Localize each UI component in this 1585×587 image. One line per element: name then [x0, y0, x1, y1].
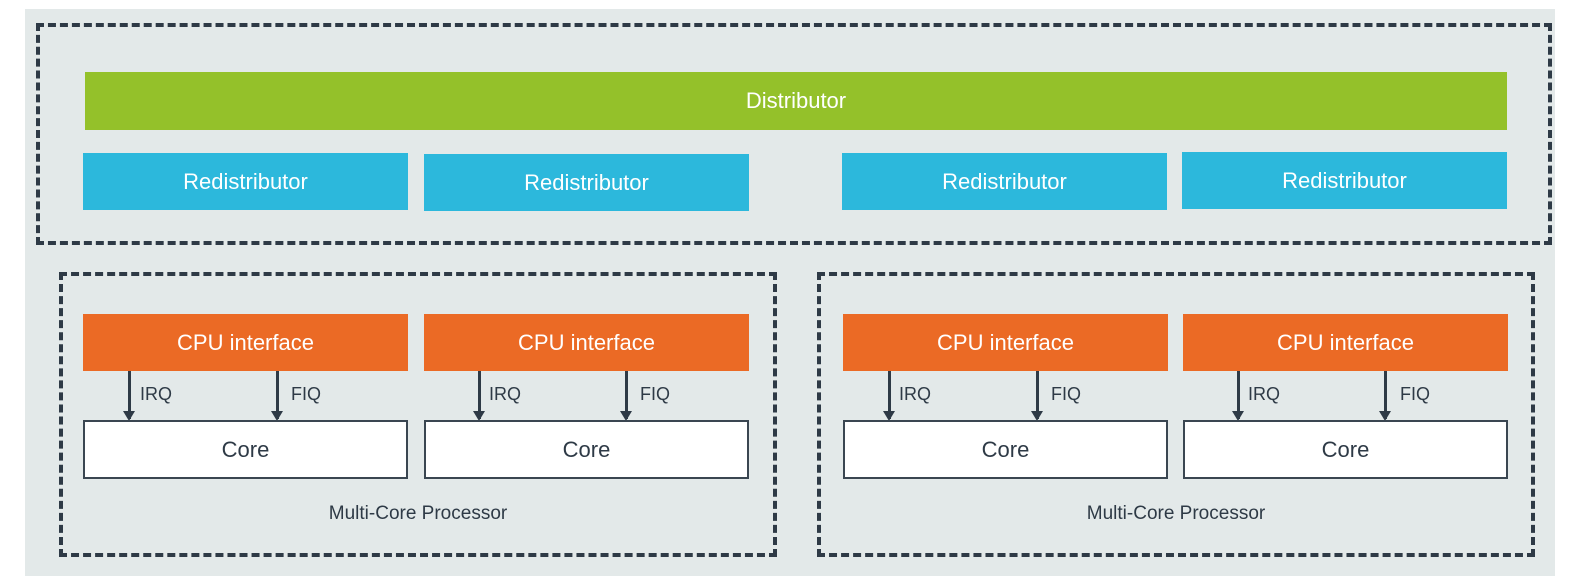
core-block: Core — [843, 420, 1168, 479]
core-block: Core — [424, 420, 749, 479]
irq-label: IRQ — [489, 384, 522, 404]
irq-arrow — [123, 371, 135, 421]
fiq-arrow — [1379, 371, 1391, 421]
distributor-region — [36, 23, 1552, 245]
fiq-arrow — [271, 371, 283, 421]
cpu-interface-block: CPU interface — [1183, 314, 1508, 371]
core-block: Core — [83, 420, 408, 479]
irq-arrow — [1232, 371, 1244, 421]
irq-label: IRQ — [140, 384, 173, 404]
multi-core-processor-region — [59, 272, 777, 557]
irq-label: IRQ — [1248, 384, 1281, 404]
irq-arrow — [883, 371, 895, 421]
distributor-block: Distributor — [85, 72, 1507, 130]
fiq-label: FIQ — [291, 384, 321, 404]
fiq-label: FIQ — [1400, 384, 1430, 404]
redistributor-block: Redistributor — [842, 153, 1167, 210]
cpu-interface-block: CPU interface — [83, 314, 408, 371]
cpu-interface-block: CPU interface — [843, 314, 1168, 371]
fiq-arrow — [1031, 371, 1043, 421]
redistributor-block: Redistributor — [424, 154, 749, 211]
fiq-arrow — [620, 371, 632, 421]
multi-core-processor-label: Multi-Core Processor — [328, 503, 508, 524]
cpu-interface-block: CPU interface — [424, 314, 749, 371]
multi-core-processor-region — [817, 272, 1535, 557]
fiq-label: FIQ — [1051, 384, 1081, 404]
fiq-label: FIQ — [640, 384, 670, 404]
irq-arrow — [473, 371, 485, 421]
irq-label: IRQ — [899, 384, 932, 404]
redistributor-block: Redistributor — [83, 153, 408, 210]
multi-core-processor-label: Multi-Core Processor — [1086, 503, 1266, 524]
core-block: Core — [1183, 420, 1508, 479]
redistributor-block: Redistributor — [1182, 152, 1507, 209]
